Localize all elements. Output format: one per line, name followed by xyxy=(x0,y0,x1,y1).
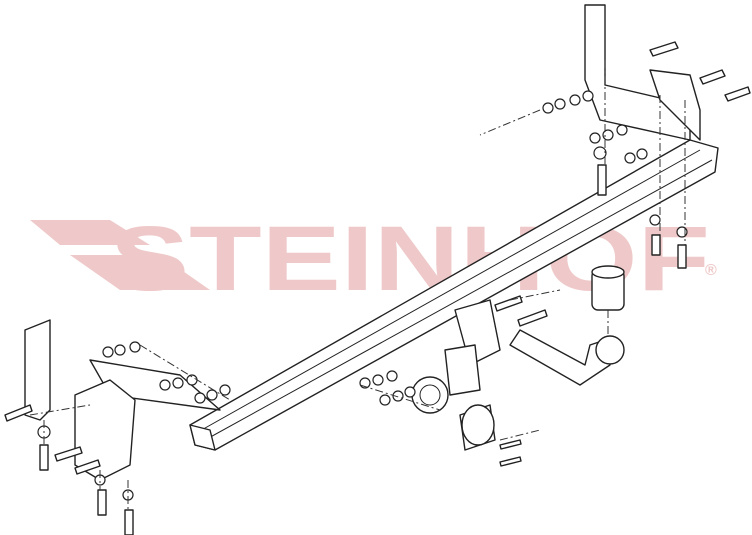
logo-swoosh-icon xyxy=(30,220,210,290)
electrical-socket xyxy=(411,299,501,451)
assembly-lines xyxy=(29,60,686,510)
logo-registered: ® xyxy=(705,262,717,279)
left-bracket xyxy=(24,319,221,481)
tow-ball-neck xyxy=(509,265,625,386)
right-bracket xyxy=(584,4,701,141)
